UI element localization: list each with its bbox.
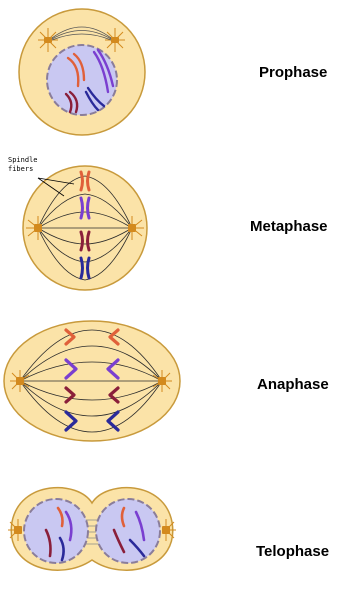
phase-label-metaphase: Metaphase — [250, 218, 328, 235]
telophase-nucleus-left — [24, 499, 88, 563]
phase-label-anaphase: Anaphase — [257, 376, 329, 393]
annotation-line-1: Spindle — [8, 156, 38, 165]
spindle-fibers-annotation: Spindle fibers — [8, 156, 38, 174]
phase-label-telophase: Telophase — [256, 543, 329, 560]
telophase-cells — [8, 488, 176, 571]
phase-label-prophase: Prophase — [259, 64, 327, 81]
anaphase-cell — [4, 321, 180, 441]
prophase-cell — [19, 9, 145, 135]
metaphase-cell — [23, 166, 147, 290]
telophase-nucleus-right — [96, 499, 160, 563]
annotation-line-2: fibers — [8, 165, 38, 174]
